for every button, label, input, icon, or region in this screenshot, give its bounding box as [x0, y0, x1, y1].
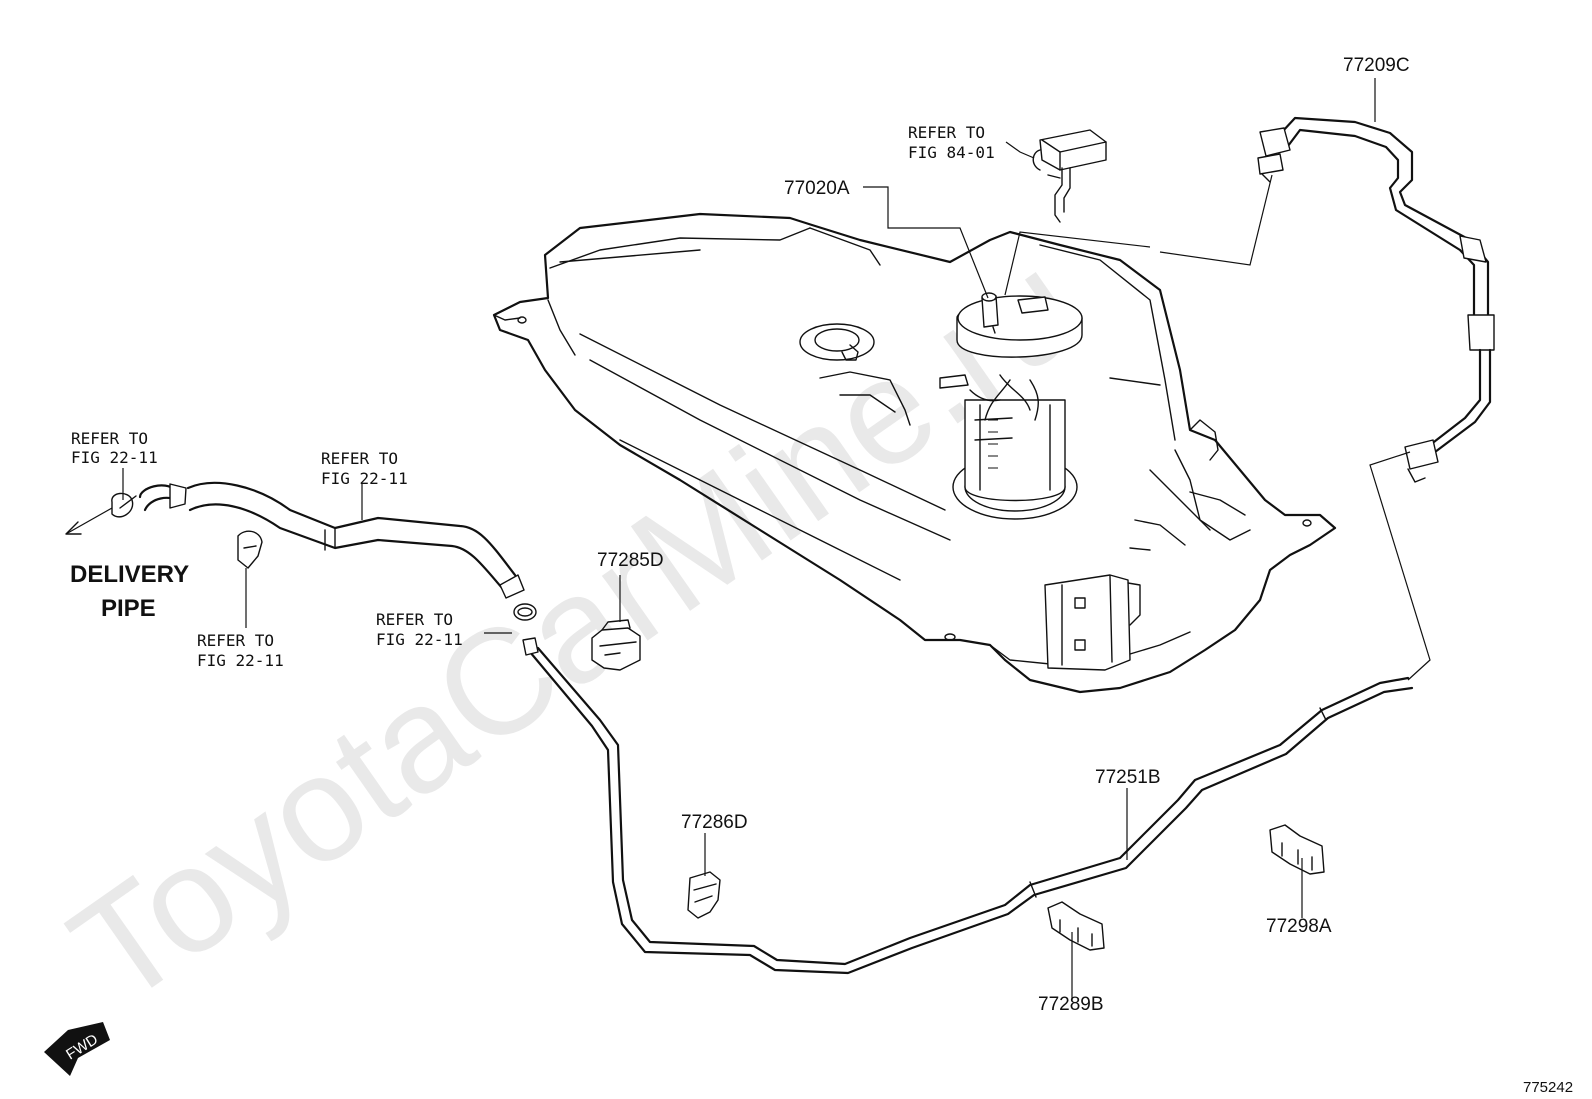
part-label-77286d: 77286D: [681, 812, 748, 833]
delivery-pipe-arrow: [65, 507, 113, 535]
part-label-77298a: 77298A: [1266, 916, 1332, 937]
clip-77289b: [1047, 901, 1105, 951]
part-label-77289b: 77289B: [1038, 994, 1104, 1015]
tank-strap-bracket: [1044, 574, 1141, 671]
leader-fitting: [1159, 174, 1273, 266]
part-label-77209c: 77209C: [1343, 55, 1410, 76]
part-label-77251b: 77251B: [1095, 767, 1161, 788]
refer-to-84-line1: REFER TO: [908, 123, 985, 142]
refer-to-b-line2: FIG 22-11: [321, 469, 408, 488]
figure-id: 775242: [1523, 1079, 1573, 1096]
fuel-tube-77251b: [522, 451, 1431, 975]
refer-to-b-line1: REFER TO: [321, 449, 398, 468]
refer-to-a-line2: FIG 22-11: [71, 448, 158, 467]
refer-to-c-line1: REFER TO: [197, 631, 274, 650]
part-label-77285d: 77285D: [597, 550, 664, 571]
fuel-tube-77209c: [1257, 116, 1495, 483]
refer-to-d-line1: REFER TO: [376, 610, 453, 629]
part-label-77020a: 77020A: [784, 178, 850, 199]
refer-to-c-line2: FIG 22-11: [197, 651, 284, 670]
clip-77298a: [1269, 824, 1325, 875]
fuel-pump-assembly: [939, 292, 1083, 520]
leader-pump-to-fitting: [1004, 231, 1151, 296]
leader-77020a: [863, 186, 989, 299]
clip-77286d: [687, 871, 721, 919]
leader-refer-84: [1005, 141, 1035, 159]
sender-gauge-connector: [1032, 129, 1107, 223]
watermark: ToyotaCarMine.ru: [42, 220, 1108, 1037]
refer-to-d-line2: FIG 22-11: [376, 630, 463, 649]
fuel-hose-left: [111, 481, 537, 621]
fwd-direction-arrow: FWD: [44, 1022, 110, 1076]
delivery-pipe-line1: DELIVERY: [70, 561, 189, 588]
refer-to-84-line2: FIG 84-01: [908, 143, 995, 162]
delivery-pipe-line2: PIPE: [101, 595, 156, 622]
refer-to-a-line1: REFER TO: [71, 429, 148, 448]
clip-77285d: [591, 619, 641, 671]
